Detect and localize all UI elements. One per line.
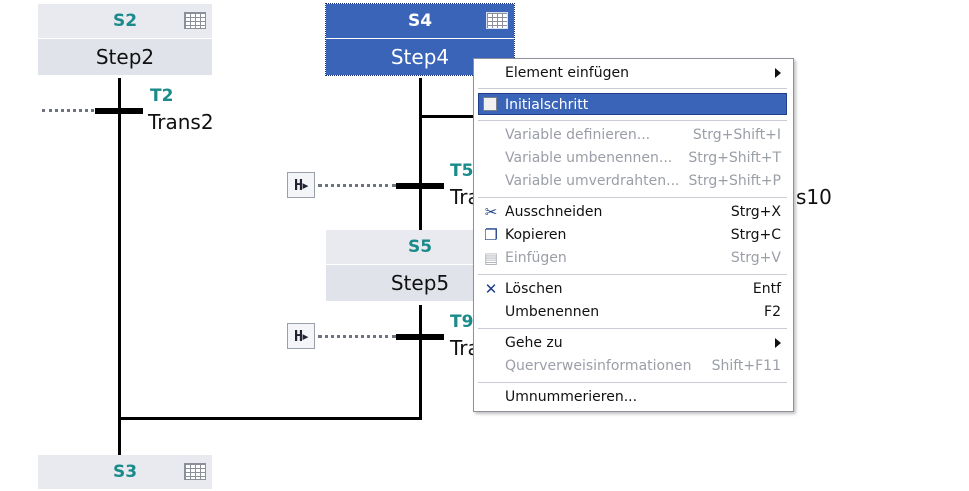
transition-bar-t9[interactable] [396,334,444,340]
menu-separator [478,197,787,198]
menu-item-umbenennen[interactable]: Umbenennen F2 [478,301,787,323]
flow-line-left [118,78,121,458]
step-number: S3 [38,455,212,490]
menu-separator [478,88,787,89]
menu-label: Variable umbenennen... [505,150,673,166]
menu-item-ausschneiden[interactable]: ✂ Ausschneiden Strg+X [478,201,787,223]
menu-item-variable-umbenennen[interactable]: Variable umbenennen... Strg+Shift+T [478,147,787,169]
menu-label: Initialschritt [505,97,589,113]
menu-item-variable-definieren[interactable]: Variable definieren... Strg+Shift+I [478,124,787,146]
paste-icon: ▤ [483,249,499,267]
flow-line-merge [118,417,422,420]
transition-label-t5: T5 [450,161,474,181]
transition-label-t2: T2 [150,86,174,106]
flow-line-s5 [419,305,422,420]
menu-item-element-einfuegen[interactable]: Element einfügen [478,62,787,84]
transition-label-t9: T9 [450,312,474,332]
menu-shortcut: Strg+Shift+P [688,173,782,189]
step-number: S4 [326,4,514,39]
menu-separator [478,274,787,275]
table-icon[interactable] [184,12,206,29]
step-number: S2 [38,4,212,39]
menu-label: Kopieren [505,227,567,243]
copy-icon: ❐ [484,226,498,244]
menu-item-querverweisinformationen[interactable]: Querverweisinformationen Shift+F11 [478,355,787,377]
table-icon[interactable] [486,12,508,29]
ladder-logic-icon[interactable]: H▸ [287,323,315,349]
menu-item-umnummerieren[interactable]: Umnummerieren... [478,386,787,408]
menu-label: Element einfügen [505,65,629,81]
menu-separator [478,328,787,329]
menu-label: Ausschneiden [505,204,603,220]
flow-line-s4 [419,78,422,230]
checkbox-icon[interactable] [483,97,497,111]
submenu-arrow-icon [775,68,781,78]
menu-shortcut: Strg+Shift+I [692,127,781,143]
menu-label: Umnummerieren... [505,389,638,405]
condition-line-t5 [318,184,396,187]
flow-line-branch [419,115,475,118]
condition-line-t9 [318,335,396,338]
menu-label: Umbenennen [505,304,600,320]
menu-item-kopieren[interactable]: ❐ Kopieren Strg+C [478,224,787,246]
ladder-logic-icon[interactable]: H▸ [287,172,315,198]
menu-item-loeschen[interactable]: ✕ Löschen Entf [478,278,787,300]
step-id: S2 [112,11,138,31]
menu-separator [478,120,787,121]
transition-bar-t2[interactable] [95,108,143,114]
step-s2[interactable]: S2 Step2 [38,4,212,75]
menu-separator [478,382,787,383]
condition-line-t2 [42,109,94,112]
menu-shortcut: Strg+X [730,204,781,220]
step-s3[interactable]: S3 [38,455,212,490]
menu-item-gehe-zu[interactable]: Gehe zu [478,332,787,354]
menu-label: Querverweisinformationen [505,358,692,374]
step-id: S5 [407,237,433,257]
menu-item-initialschritt[interactable]: Initialschritt [478,93,787,115]
transition-bar-t5[interactable] [396,183,444,189]
menu-item-variable-umverdrahten[interactable]: Variable umverdrahten... Strg+Shift+P [478,170,787,192]
delete-icon: ✕ [484,280,498,298]
step-id: S4 [407,11,433,31]
menu-shortcut: Strg+Shift+T [688,150,781,166]
menu-label: Variable definieren... [505,127,651,143]
menu-shortcut: Strg+C [730,227,781,243]
menu-shortcut: F2 [764,304,781,320]
step-name: Step2 [38,39,212,75]
menu-shortcut: Strg+V [730,250,781,266]
submenu-arrow-icon [775,338,781,348]
menu-label: Einfügen [505,250,567,266]
step-id: S3 [112,462,138,482]
menu-shortcut: Shift+F11 [711,358,781,374]
scissors-icon: ✂ [484,203,498,221]
transition-name-t2: Trans2 [148,110,214,134]
partial-transition-name: s10 [796,185,832,209]
menu-shortcut: Entf [752,281,781,297]
context-menu[interactable]: Element einfügen Initialschritt Variable… [473,58,794,412]
table-icon[interactable] [184,463,206,480]
menu-label: Variable umverdrahten... [505,173,680,189]
menu-label: Gehe zu [505,335,563,351]
menu-label: Löschen [505,281,563,297]
menu-item-einfuegen[interactable]: ▤ Einfügen Strg+V [478,247,787,269]
